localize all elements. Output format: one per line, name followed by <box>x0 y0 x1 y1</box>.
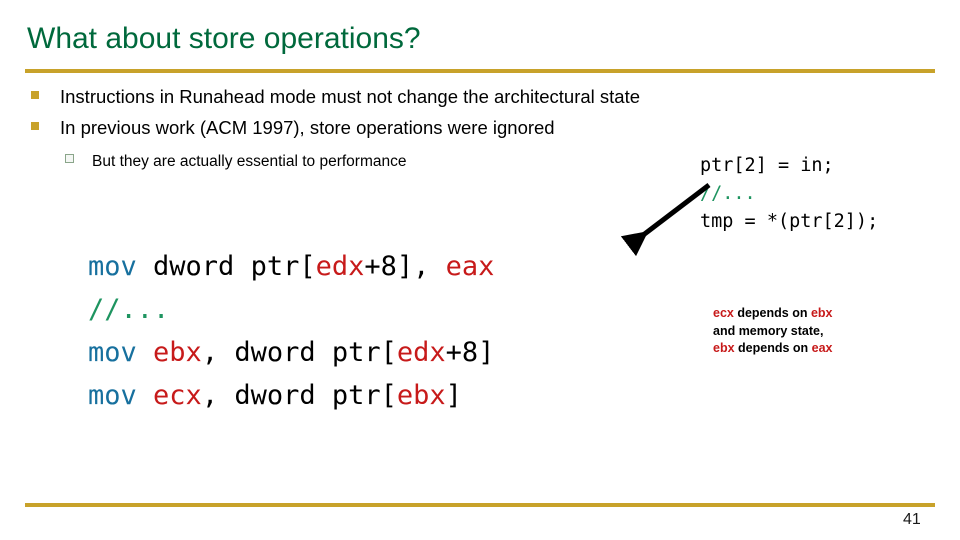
code-register: ecx <box>713 306 734 320</box>
assembly-line-4: mov ecx, dword ptr[ebx] <box>88 374 494 417</box>
c-code-line-3: tmp = *(ptr[2]); <box>700 208 878 236</box>
code-register: edx <box>315 251 365 282</box>
code-text: +8] <box>445 337 495 368</box>
assembly-line-2: //... <box>88 288 494 331</box>
hollow-square-bullet-icon <box>65 154 74 163</box>
c-code-line-1: ptr[2] = in; <box>700 152 878 180</box>
code-register: ebx <box>713 341 735 355</box>
code-register: ecx <box>153 380 202 411</box>
assembly-line-1: mov dword ptr[edx+8], eax <box>88 245 494 288</box>
code-register: ebx <box>810 306 833 320</box>
assembly-code-block: mov dword ptr[edx+8], eax//...mov ebx, d… <box>88 245 494 417</box>
code-text: ptr[2] = in; <box>700 155 834 176</box>
code-register: eax <box>445 251 495 282</box>
arrow-icon <box>620 183 711 257</box>
bullet-item-1: Instructions in Runahead mode must not c… <box>31 86 640 108</box>
code-register: edx <box>396 337 446 368</box>
code-register: eax <box>811 341 833 355</box>
code-text: , dword ptr[ <box>201 380 397 411</box>
code-text: +8], <box>364 251 446 282</box>
code-text: tmp = *(ptr[2]); <box>700 211 879 232</box>
c-code-line-2: //... <box>700 180 878 208</box>
code-text: depends on <box>733 306 811 320</box>
code-text: , dword ptr[ <box>201 337 397 368</box>
sub-bullet-item-1: But they are actually essential to perfo… <box>65 153 406 171</box>
code-text: ] <box>445 380 462 411</box>
bullet-item-2: In previous work (ACM 1997), store opera… <box>31 117 555 139</box>
code-keyword: mov <box>88 337 154 368</box>
code-register: ebx <box>153 337 202 368</box>
filled-square-bullet-icon <box>31 122 39 130</box>
code-register: ebx <box>396 380 446 411</box>
code-text: depends on <box>734 341 812 355</box>
code-keyword: mov <box>88 380 154 411</box>
c-code-block: ptr[2] = in; //... tmp = *(ptr[2]); <box>700 152 878 236</box>
dependency-note-line-1: ecx depends on ebx <box>713 305 833 323</box>
footer-divider-rule <box>25 503 935 507</box>
title-divider-rule <box>25 69 935 73</box>
code-text: and memory state, <box>713 323 824 338</box>
dependency-note-line-3: ebx depends on eax <box>713 340 833 358</box>
sub-bullet-item-1-label: But they are actually essential to perfo… <box>92 153 407 170</box>
dependency-note-line-2: and memory state, <box>713 323 833 341</box>
bullet-item-1-label: Instructions in Runahead mode must not c… <box>60 86 641 107</box>
filled-square-bullet-icon <box>31 91 39 99</box>
code-comment: //... <box>88 294 170 325</box>
code-comment: //... <box>700 183 756 204</box>
bullet-item-2-label: In previous work (ACM 1997), store opera… <box>60 117 555 138</box>
code-text: dword ptr[ <box>153 251 316 282</box>
assembly-line-3: mov ebx, dword ptr[edx+8] <box>88 331 494 374</box>
page-title: What about store operations? <box>27 22 421 55</box>
page-number: 41 <box>903 511 921 528</box>
code-keyword: mov <box>88 251 154 282</box>
